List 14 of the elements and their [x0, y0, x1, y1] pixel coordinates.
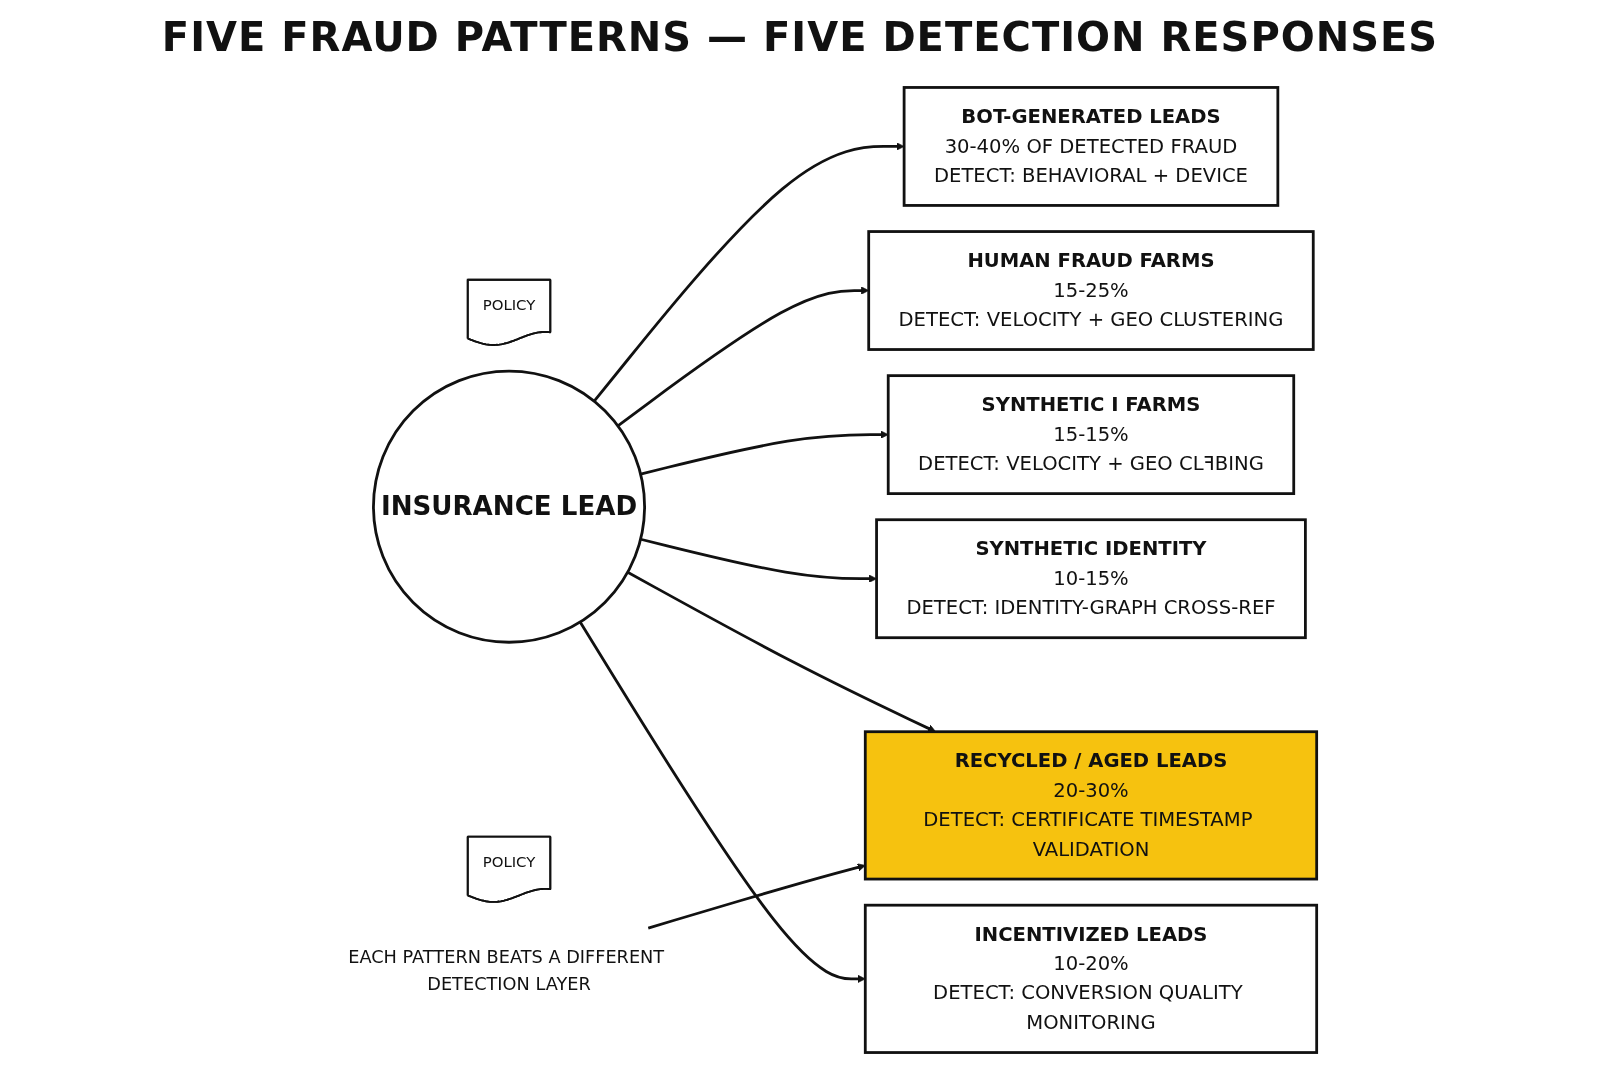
node-box: SYNTHETIC I FARMS 15-15% DETECT: VELOCITY + GEO CLꟻBING	[886, 374, 1296, 495]
node-box: BOT-GENERATED LEADS 30-40% OF DETECTED FRAUD DETECT: BEHAVIORAL + DEVICE	[902, 86, 1280, 207]
arrow	[640, 537, 877, 583]
node-box: INCENTIVIZED LEADS 10-20% DETECT: CONVERSION QUALITY MONITORING	[863, 903, 1319, 1054]
node-text: EACH PATTERN BEATS A DIFFERENT DETECTION LAYER	[348, 945, 665, 993]
node-circle: INSURANCE LEAD	[372, 369, 646, 644]
arrow	[578, 621, 866, 983]
node-box: RECYCLED / AGED LEADS 20-30% DETECT: CERTIFICATE TIMESTAMP VALIDATION	[863, 730, 1319, 881]
diagram-title: FIVE FRAUD PATTERNS — FIVE DETECTION RESPONSES	[161, 14, 1439, 60]
arrow	[640, 430, 889, 476]
arrow	[647, 863, 866, 930]
node-box: SYNTHETIC IDENTITY 10-15% DETECT: IDENTITY-GRAPH CROSS-REF	[875, 518, 1307, 640]
arrow	[593, 142, 905, 403]
node-box: HUMAN FRAUD FARMS 15-25% DETECT: VELOCITY + GEO CLUSTERING	[867, 230, 1315, 351]
